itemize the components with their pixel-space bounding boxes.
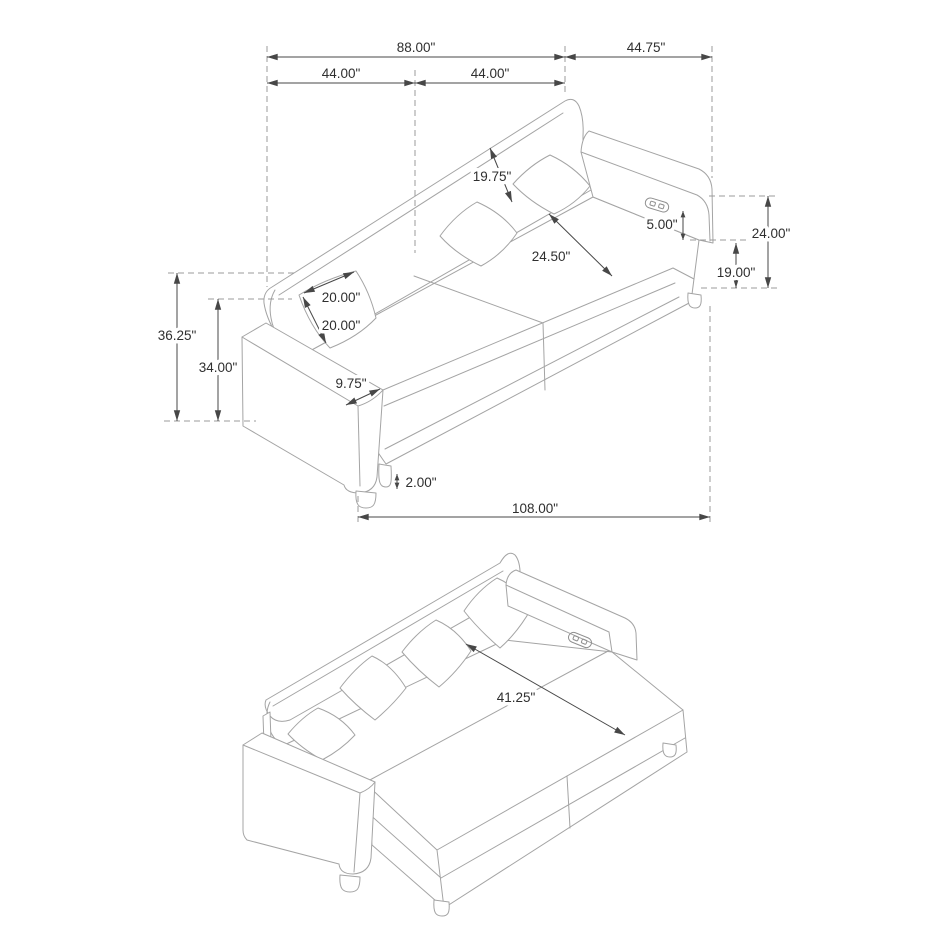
dim-line-pillow-height — [302, 296, 327, 344]
dim-label-arm-height: 24.00" — [752, 226, 791, 241]
sofa-bed-drawing — [242, 552, 688, 917]
dim-label-deck-height: 19.00" — [717, 265, 756, 280]
dim-label-seat-left: 44.00" — [322, 66, 361, 81]
bed-leg — [662, 742, 677, 758]
dim-label-seat-right: 44.00" — [471, 66, 510, 81]
back-pillow — [439, 201, 518, 267]
seat-front-edges — [382, 267, 695, 450]
dim-label-overall-height: 36.25" — [158, 328, 197, 343]
right-armrest — [580, 130, 714, 244]
usb-charging-port-icon — [644, 197, 670, 213]
dim-line-arm-width — [345, 388, 381, 406]
dim-line-back-cushion — [489, 147, 513, 203]
dim-label-pillow-height: 20.00" — [322, 318, 361, 333]
dim-label-bed-width: 41.25" — [497, 690, 536, 705]
bed-back-top-seam — [272, 570, 504, 707]
bed-leg — [339, 874, 361, 893]
sofa-upright-drawing — [241, 98, 714, 509]
right-armrest-edges — [580, 151, 711, 242]
dim-line-pillow-width — [303, 271, 355, 294]
dim-label-seat-depth: 24.50" — [532, 249, 571, 264]
sofa-back-top-seam — [278, 112, 564, 296]
dim-label-back-height: 34.00" — [199, 360, 238, 375]
dim-label-pillow-width: 20.00" — [322, 290, 361, 305]
dim-label-chaise-depth: 44.75" — [627, 40, 666, 55]
dim-label-arm-width: 9.75" — [335, 376, 366, 391]
dim-label-leg-height: 2.00" — [405, 475, 436, 490]
dim-label-arm-above-seat: 5.00" — [646, 217, 677, 232]
extension-line — [164, 46, 779, 524]
bed-leg — [433, 899, 450, 917]
sofa-leg — [378, 463, 392, 488]
sofa-leg — [687, 292, 702, 309]
dim-label-back-width: 88.00" — [397, 40, 436, 55]
dim-label-overall-length: 108.00" — [512, 501, 558, 516]
sofa-leg — [355, 490, 377, 509]
dim-line-bed-width — [465, 643, 626, 736]
bed-pillow — [401, 619, 472, 688]
bed-pillow — [339, 655, 407, 721]
bed-left-armrest — [242, 732, 376, 875]
upright-dimensions: 88.00" 44.75" 44.00" 44.00" 36.25" 34.00… — [154, 37, 794, 524]
bed-dimensions: 41.25" — [465, 643, 626, 736]
dim-line-seat-depth — [548, 213, 613, 277]
dim-label-back-cushion: 19.75" — [473, 169, 512, 184]
bed-left-armrest-edges — [242, 744, 376, 873]
